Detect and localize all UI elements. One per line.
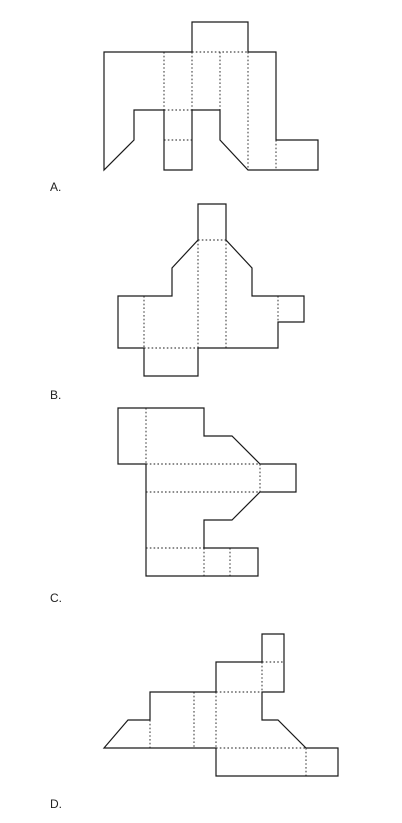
option-c-label: C. [50, 591, 62, 605]
option-b-figure: B. [0, 200, 402, 402]
option-a-outline [103, 21, 319, 172]
option-b-net-diagram [117, 203, 305, 377]
option-d-label: D. [50, 797, 62, 811]
option-d-outline [102, 633, 339, 777]
option-b-label: B. [50, 388, 62, 402]
option-a-net-diagram [103, 21, 319, 172]
option-c-figure: C. [0, 400, 402, 610]
option-d-figure: D. [0, 610, 402, 823]
option-c-net-diagram [117, 407, 297, 577]
option-c-outline [117, 407, 297, 577]
option-a-figure: A. [0, 0, 402, 200]
option-b-outline [117, 203, 305, 377]
option-d-net-diagram [102, 633, 339, 777]
option-a-label: A. [50, 180, 62, 194]
